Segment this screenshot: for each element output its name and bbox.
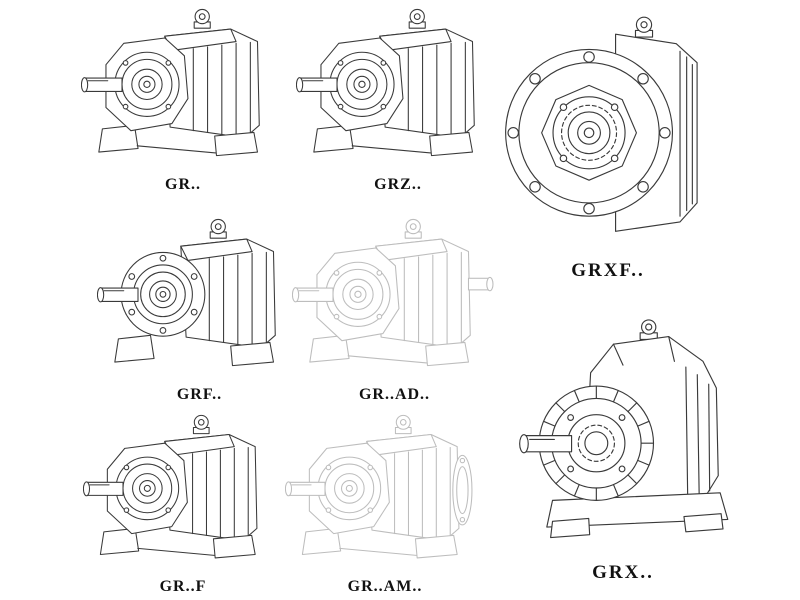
gearbox-grxf-drawing — [494, 2, 722, 256]
figure-gr-ad: GR..AD.. — [287, 212, 502, 404]
figure-grx-label: GRX.. — [592, 562, 654, 583]
gearbox-gr-am-drawing — [285, 408, 473, 574]
figure-grf: GRF.. — [92, 212, 307, 404]
figure-grz-label: GRZ.. — [374, 176, 422, 193]
figure-grz: GRZ.. — [293, 2, 503, 194]
figure-gr-ad-label: GR..AD.. — [358, 386, 431, 403]
gearbox-gr-f-drawing — [83, 408, 283, 574]
figure-grx: GRX.. — [498, 308, 748, 584]
figure-gr-f: GR..F — [78, 408, 288, 596]
figure-gr: GR.. — [78, 2, 288, 194]
gearbox-grx-drawing — [499, 308, 747, 548]
figure-gr-label: GR.. — [165, 176, 201, 193]
gearbox-gr-ad-drawing — [292, 212, 494, 382]
figure-grxf-label: GRXF.. — [571, 260, 645, 281]
gearbox-grz-drawing — [296, 2, 501, 172]
figure-gr-f-label: GR..F — [159, 578, 207, 595]
figure-gr-am: GR..AM.. — [285, 408, 485, 596]
figure-grxf: GRXF.. — [492, 2, 724, 282]
figure-grf-label: GRF.. — [176, 386, 223, 403]
figure-gr-am-label: GR..AM.. — [347, 578, 423, 595]
gearbox-grf-drawing — [97, 212, 302, 382]
gearbox-gr-drawing — [81, 2, 286, 172]
